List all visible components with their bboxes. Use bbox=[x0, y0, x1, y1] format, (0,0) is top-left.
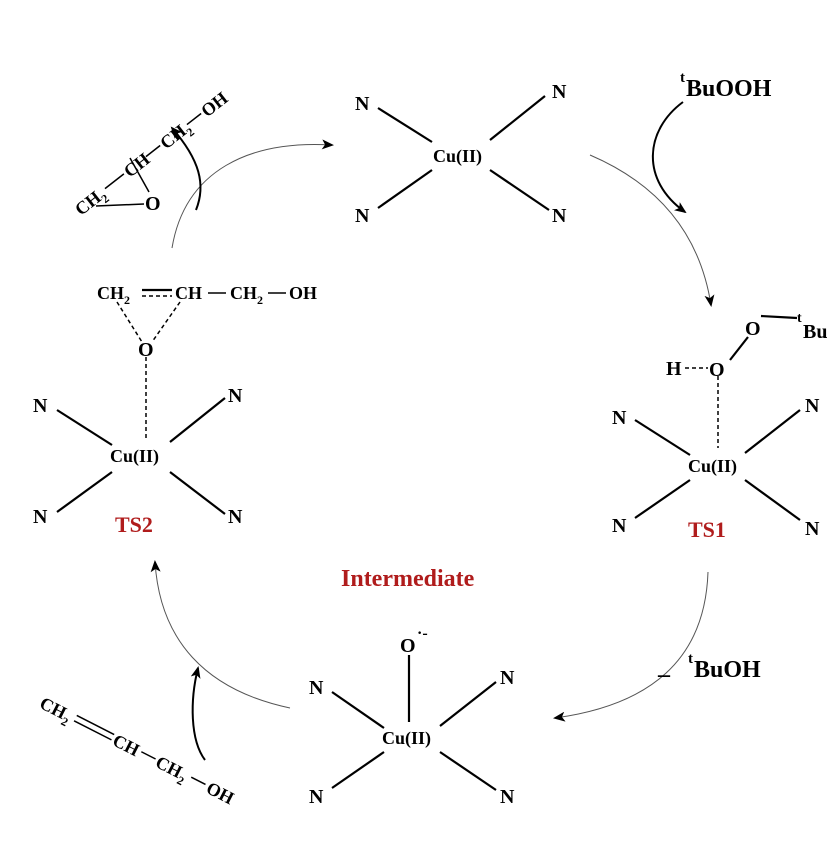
cycle-arrow-intermediate-to-ts2 bbox=[150, 560, 291, 709]
epoxide-product: CH2 CH CH2 OH O bbox=[71, 88, 231, 222]
ligand-n: N bbox=[552, 205, 567, 227]
tbuoh-label: BuOH bbox=[694, 657, 761, 683]
cycle-arrow-top-to-ts1 bbox=[589, 154, 715, 307]
ligand-n: N bbox=[228, 506, 243, 528]
metal-center: Cu(II) bbox=[110, 446, 159, 467]
hydroxyl-group: OH bbox=[289, 283, 317, 303]
tbuoh-byproduct: – t BuOH bbox=[657, 651, 761, 688]
epoxide-oxygen: O bbox=[145, 193, 161, 215]
ch2-group: CH2 bbox=[35, 693, 75, 729]
cycle-arrows bbox=[150, 139, 715, 722]
cycle-arrow-ts1-to-intermediate bbox=[553, 571, 709, 722]
radical-anion-charge: ·- bbox=[417, 625, 428, 642]
ligand-n: N bbox=[500, 667, 515, 689]
tbuoh-superscript: t bbox=[688, 651, 693, 667]
ligand-n: N bbox=[612, 407, 627, 429]
minus-sign: – bbox=[657, 662, 671, 688]
ligand-n: N bbox=[805, 518, 820, 540]
ch2-group: CH2 bbox=[151, 752, 191, 788]
ligand-n: N bbox=[355, 93, 370, 115]
ligand-n: N bbox=[500, 786, 515, 808]
tbu-group: Bu bbox=[803, 321, 827, 343]
ts2-complex: N N N N Cu(II) O CH2 CH CH2 OH TS2 bbox=[33, 283, 317, 537]
ligand-n: N bbox=[805, 395, 820, 417]
ts2-label: TS2 bbox=[115, 512, 153, 537]
tbuooh-in-arrow bbox=[651, 101, 687, 214]
ts1-label: TS1 bbox=[688, 517, 726, 542]
ligand-n: N bbox=[552, 81, 567, 103]
metal-center: Cu(II) bbox=[382, 728, 431, 749]
ch-group: CH bbox=[110, 730, 143, 760]
top-complex: N N N N Cu(II) bbox=[355, 81, 567, 227]
hydroxyl-group: OH bbox=[197, 88, 231, 121]
allyl-alcohol-in-arrow bbox=[190, 666, 206, 761]
hydrogen-atom: H bbox=[666, 358, 682, 380]
ts1-complex: N N N N Cu(II) H O O t Bu TS1 bbox=[612, 311, 827, 542]
ligand-n: N bbox=[309, 786, 324, 808]
ch2-group: CH2 bbox=[230, 283, 263, 307]
ch2-group: CH2 bbox=[71, 183, 112, 222]
metal-center: Cu(II) bbox=[433, 146, 482, 167]
hydroxyl-group: OH bbox=[203, 778, 237, 809]
intermediate-complex: N N N N Cu(II) O ·- Intermediate bbox=[309, 566, 515, 808]
ligand-n: N bbox=[309, 677, 324, 699]
ch2-group: CH2 bbox=[97, 283, 130, 307]
ligand-n: N bbox=[612, 515, 627, 537]
ligand-n: N bbox=[33, 506, 48, 528]
epoxide-out-arrow bbox=[170, 126, 202, 211]
tbuooh-label: BuOOH bbox=[686, 76, 772, 102]
ch2-group: CH2 bbox=[156, 117, 197, 156]
oxo-oxygen: O bbox=[400, 635, 416, 657]
ligand-n: N bbox=[355, 205, 370, 227]
allyl-alcohol: CH2 CH CH2 OH bbox=[35, 693, 238, 809]
reagent-arrows bbox=[170, 101, 687, 761]
ligand-n: N bbox=[228, 385, 243, 407]
intermediate-label: Intermediate bbox=[341, 566, 475, 592]
oxygen-atom: O bbox=[138, 339, 154, 361]
metal-center: Cu(II) bbox=[688, 456, 737, 477]
ch-group: CH bbox=[175, 283, 202, 303]
oxygen-atom: O bbox=[745, 318, 761, 340]
tbu-superscript: t bbox=[797, 311, 802, 326]
ligand-n: N bbox=[33, 395, 48, 417]
tbuooh-reagent: t BuOOH bbox=[680, 70, 772, 102]
cycle-arrow-to-top bbox=[171, 139, 334, 249]
tbuooh-superscript: t bbox=[680, 70, 685, 86]
oxygen-atom: O bbox=[709, 359, 725, 381]
